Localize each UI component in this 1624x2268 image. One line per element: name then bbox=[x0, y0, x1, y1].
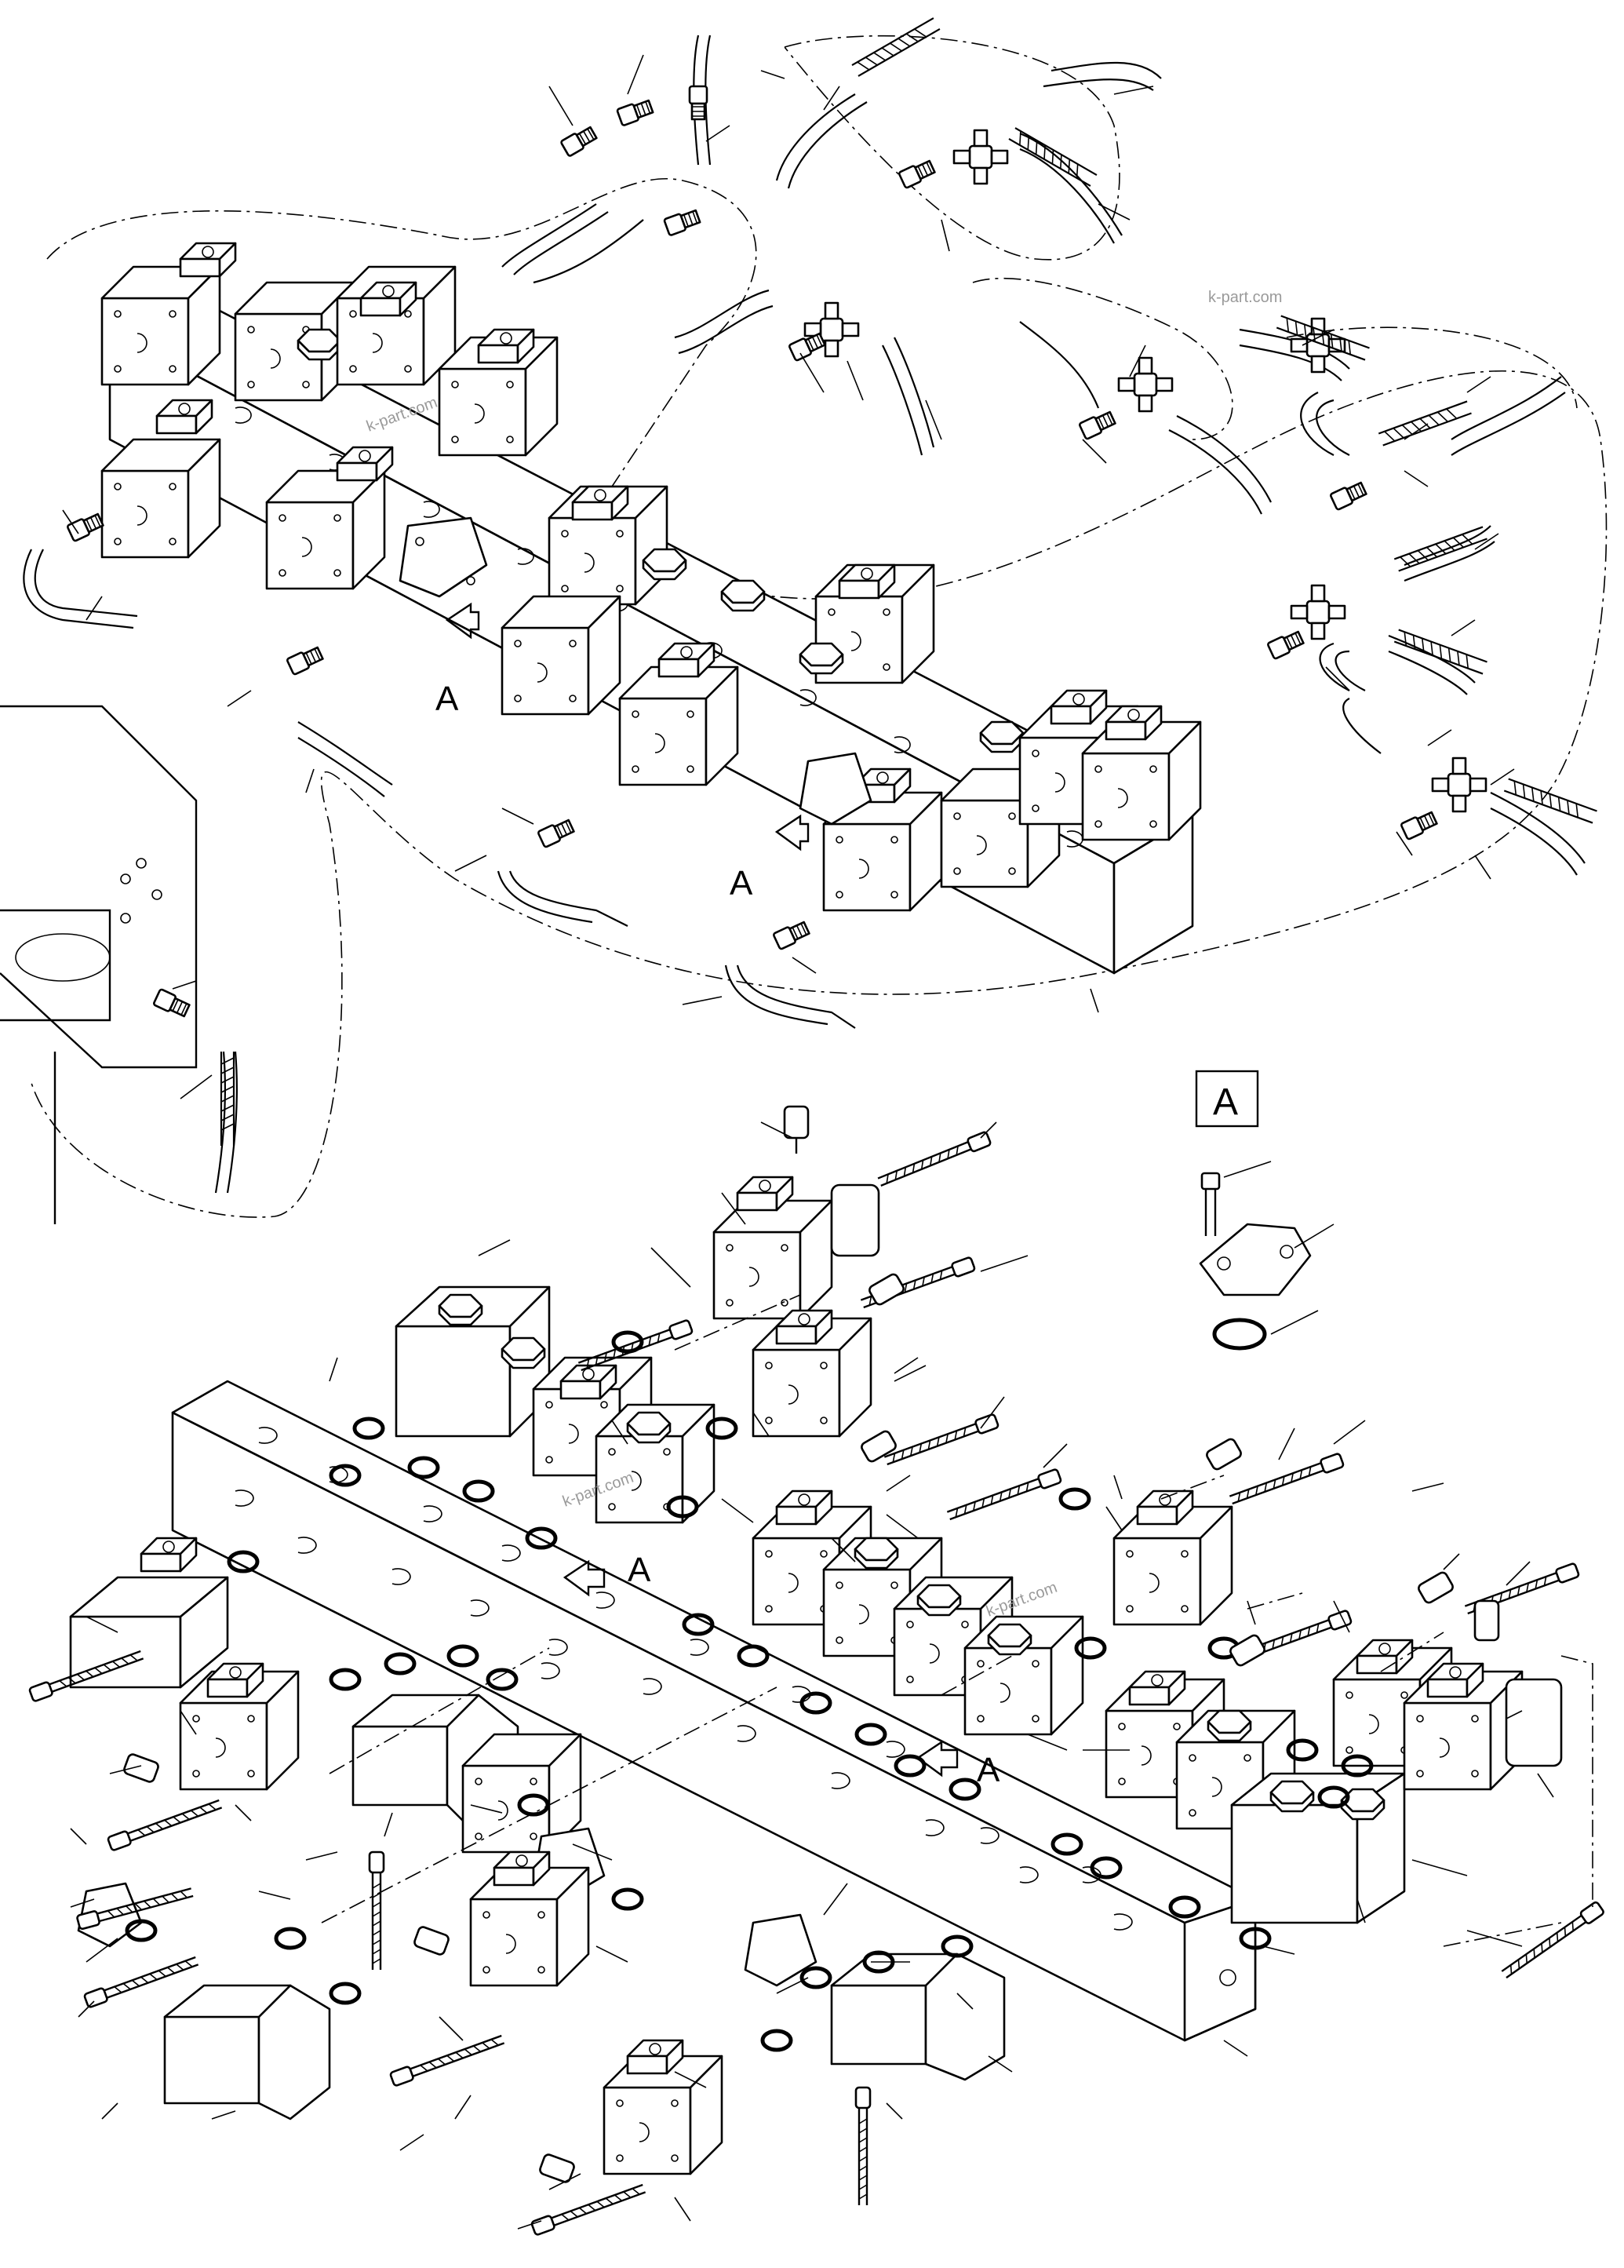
view-a-label: A bbox=[435, 680, 459, 718]
solenoid-plugs bbox=[123, 1105, 1500, 2183]
hose-lines bbox=[23, 35, 1586, 1194]
view-a-label: A bbox=[730, 864, 753, 902]
view-a-box-label: A bbox=[1213, 1081, 1238, 1123]
view-a-label: A bbox=[977, 1751, 1000, 1789]
assembled-view: A A bbox=[0, 16, 1608, 1224]
exploded-view: A A bbox=[27, 1105, 1606, 2237]
cover-plate-detail bbox=[1199, 1172, 1312, 1351]
detail-view-a: A bbox=[1195, 1070, 1335, 1351]
assembly-lines bbox=[321, 1294, 1593, 1947]
watermark: k-part.com bbox=[1208, 289, 1282, 306]
view-a-label: A bbox=[628, 1551, 651, 1589]
leader-lines-bottom bbox=[70, 1121, 1554, 2230]
leader-lines-top bbox=[62, 54, 1515, 1099]
